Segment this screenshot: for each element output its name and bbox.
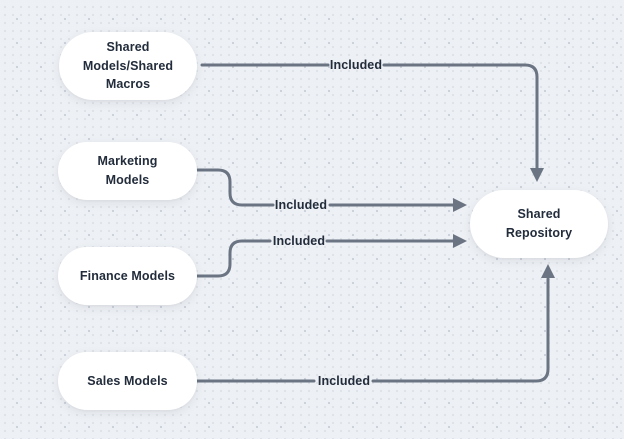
edge-label-included: Included	[317, 374, 371, 388]
arrowhead-up-icon	[541, 264, 555, 278]
edge-label-included: Included	[274, 198, 328, 212]
node-marketing-models: Marketing Models	[58, 142, 197, 200]
edge-label-included: Included	[329, 58, 383, 72]
connector-sales-right-segment	[371, 277, 550, 383]
connector-marketing-left-segment	[195, 168, 275, 207]
node-finance-models: Finance Models	[58, 247, 197, 305]
node-label: Marketing Models	[97, 154, 158, 187]
node-sales-models: Sales Models	[58, 352, 197, 410]
connector-finance-left-segment	[195, 239, 272, 278]
arrowhead-down-icon	[530, 168, 544, 182]
node-label: Shared Models/Shared Macros	[82, 39, 174, 92]
node-label: Finance Models	[79, 268, 176, 283]
node-label: Sales Models	[87, 373, 168, 388]
arrowhead-right-icon	[453, 234, 467, 248]
edge-label-included: Included	[272, 234, 326, 248]
node-label: Shared Repository	[505, 207, 573, 240]
connector-shared-models-right-segment	[382, 63, 539, 171]
node-shared-models-shared-macros: Shared Models/Shared Macros	[59, 32, 197, 100]
node-shared-repository: Shared Repository	[470, 190, 608, 258]
arrowhead-right-icon	[453, 198, 467, 212]
